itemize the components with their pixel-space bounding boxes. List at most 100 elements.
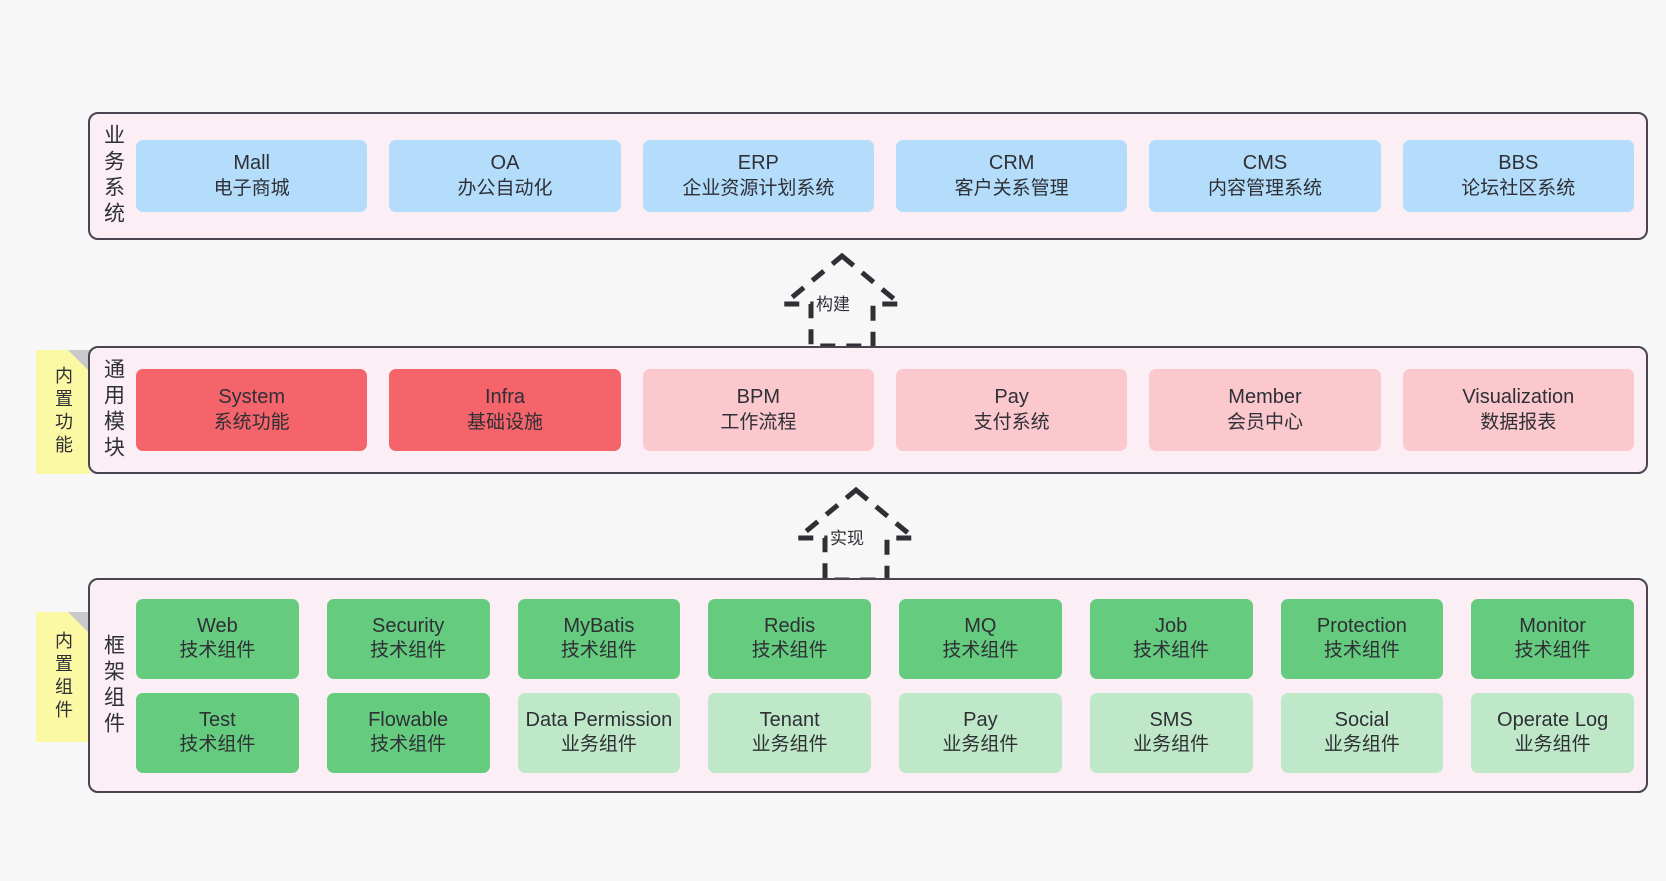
node-member[interactable]: Member 会员中心 (1149, 369, 1381, 451)
node-label-cn: 支付系统 (973, 411, 1050, 433)
layer-title-common: 通用模块 (101, 358, 125, 462)
node-web[interactable]: Web 技术组件 (136, 598, 299, 679)
note-fold-corner-icon (68, 612, 90, 634)
node-row: Test 技术组件 Flowable 技术组件 Data Permission … (136, 692, 1634, 773)
node-label-en: Tenant (759, 708, 820, 731)
node-label-en: Data Permission (525, 708, 673, 731)
layer-title-framework: 框架组件 (101, 633, 125, 738)
node-label-en: Social (1334, 708, 1390, 731)
node-label-cn: 业务组件 (1323, 734, 1400, 756)
connector-build: 构建 (752, 252, 932, 349)
node-redis[interactable]: Redis 技术组件 (708, 598, 871, 679)
node-label-en: Pay (963, 708, 998, 731)
node-protection[interactable]: Protection 技术组件 (1280, 598, 1444, 679)
node-bpm[interactable]: BPM 工作流程 (642, 369, 874, 451)
node-label-en: Web (196, 614, 238, 637)
node-label-en: Flowable (368, 708, 449, 731)
node-crm[interactable]: CRM 客户关系管理 (895, 140, 1128, 212)
node-label-cn: 业务组件 (1133, 734, 1210, 756)
node-security[interactable]: Security 技术组件 (326, 598, 490, 679)
node-sms[interactable]: SMS 业务组件 (1089, 692, 1253, 773)
note-builtin-component: 内置组件 (36, 612, 90, 742)
connector-label-implement: 实现 (828, 524, 866, 549)
connector-label-build: 构建 (814, 290, 852, 315)
node-test[interactable]: Test 技术组件 (136, 692, 299, 773)
node-label-cn: 电子商城 (213, 177, 290, 199)
node-erp[interactable]: ERP 企业资源计划系统 (642, 140, 874, 212)
node-label-en: Redis (764, 614, 816, 637)
node-label-cn: 业务组件 (751, 734, 828, 756)
node-label-cn: 办公自动化 (457, 177, 553, 199)
node-label-en: MQ (964, 614, 997, 637)
node-label-cn: 技术组件 (751, 640, 828, 662)
node-label-en: CRM (988, 152, 1035, 175)
node-label-cn: 业务组件 (560, 734, 637, 756)
layer-body-framework: Web 技术组件 Security 技术组件 MyBatis 技术组件 Redi… (136, 580, 1646, 791)
node-label-en: Operate Log (1497, 708, 1609, 731)
node-label-cn: 业务组件 (942, 734, 1019, 756)
node-label-cn: 会员中心 (1226, 411, 1303, 433)
node-mq[interactable]: MQ 技术组件 (899, 598, 1062, 679)
node-system[interactable]: System 系统功能 (136, 369, 368, 451)
node-label-cn: 工作流程 (720, 411, 797, 433)
implement-arrow-icon (791, 486, 921, 583)
node-mall[interactable]: Mall 电子商城 (136, 140, 368, 212)
build-arrow-icon (777, 252, 907, 349)
node-label-cn: 技术组件 (370, 640, 447, 662)
node-label-cn: 数据报表 (1480, 411, 1557, 433)
node-pay-component[interactable]: Pay 业务组件 (899, 692, 1062, 773)
node-label-en: SMS (1149, 708, 1193, 731)
node-label-cn: 技术组件 (179, 734, 256, 756)
node-pay-module[interactable]: Pay 支付系统 (895, 369, 1128, 451)
node-label-en: Monitor (1519, 614, 1586, 637)
node-label-en: Security (372, 614, 445, 637)
node-row: Web 技术组件 Security 技术组件 MyBatis 技术组件 Redi… (136, 598, 1634, 679)
node-cms[interactable]: CMS 内容管理系统 (1149, 140, 1381, 212)
note-label: 内置组件 (53, 631, 73, 723)
node-label-en: Protection (1316, 614, 1407, 637)
node-label-cn: 系统功能 (213, 411, 290, 433)
node-label-cn: 技术组件 (560, 640, 637, 662)
node-oa[interactable]: OA 办公自动化 (389, 140, 621, 212)
node-bbs[interactable]: BBS 论坛社区系统 (1402, 140, 1634, 212)
layer-framework-component: 框架组件 Web 技术组件 Security 技术组件 MyBatis 技术组件… (88, 578, 1648, 793)
node-label-cn: 技术组件 (370, 734, 447, 756)
node-label-cn: 企业资源计划系统 (682, 177, 835, 199)
node-label-cn: 技术组件 (1133, 640, 1210, 662)
node-label-en: System (218, 386, 285, 409)
node-label-en: Member (1228, 386, 1302, 409)
node-label-en: Infra (484, 386, 525, 409)
node-operate-log[interactable]: Operate Log 业务组件 (1471, 692, 1634, 773)
node-label-en: Job (1155, 614, 1188, 637)
node-social[interactable]: Social 业务组件 (1280, 692, 1444, 773)
layer-business-system: 业务系统 Mall 电子商城 OA 办公自动化 ERP 企业资源计划系统 CRM… (88, 112, 1648, 240)
note-builtin-function: 内置功能 (36, 350, 90, 474)
node-label-cn: 客户关系管理 (954, 177, 1069, 199)
layer-title-business: 业务系统 (101, 124, 125, 228)
node-tenant[interactable]: Tenant 业务组件 (708, 692, 871, 773)
connector-implement: 实现 (766, 486, 946, 583)
node-label-en: Mall (233, 152, 270, 175)
node-monitor[interactable]: Monitor 技术组件 (1471, 598, 1634, 679)
node-label-en: MyBatis (563, 614, 635, 637)
node-label-en: ERP (737, 152, 779, 175)
node-visualization[interactable]: Visualization 数据报表 (1402, 369, 1634, 451)
node-label-cn: 技术组件 (942, 640, 1019, 662)
node-label-cn: 论坛社区系统 (1461, 177, 1576, 199)
layer-body-business: Mall 电子商城 OA 办公自动化 ERP 企业资源计划系统 CRM 客户关系… (136, 114, 1646, 238)
node-label-en: Pay (994, 386, 1029, 409)
node-data-permission[interactable]: Data Permission 业务组件 (517, 692, 681, 773)
node-flowable[interactable]: Flowable 技术组件 (326, 692, 490, 773)
layer-common-module: 通用模块 System 系统功能 Infra 基础设施 BPM 工作流程 Pay… (88, 346, 1648, 474)
node-job[interactable]: Job 技术组件 (1089, 598, 1253, 679)
node-label-en: OA (490, 152, 520, 175)
node-label-cn: 技术组件 (179, 640, 256, 662)
node-infra[interactable]: Infra 基础设施 (389, 369, 621, 451)
node-label-cn: 业务组件 (1514, 734, 1591, 756)
node-label-en: BPM (736, 386, 780, 409)
node-label-cn: 内容管理系统 (1207, 177, 1322, 199)
node-label-cn: 技术组件 (1514, 640, 1591, 662)
node-mybatis[interactable]: MyBatis 技术组件 (517, 598, 681, 679)
node-label-en: CMS (1242, 152, 1288, 175)
